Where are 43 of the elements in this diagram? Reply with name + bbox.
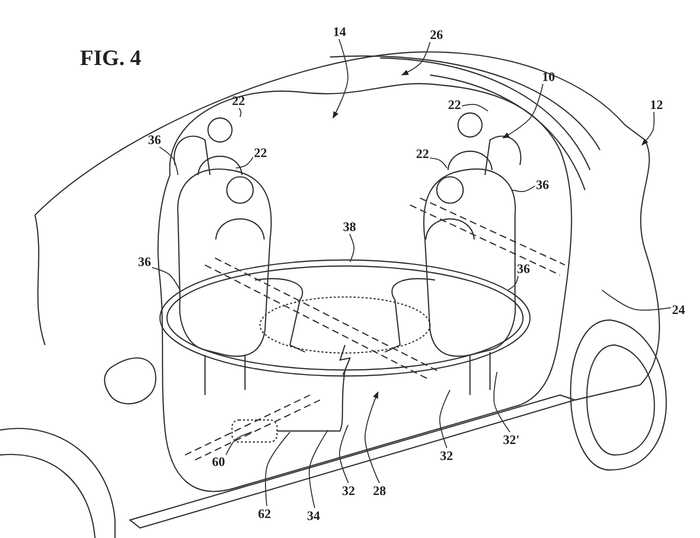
leader-line [430, 157, 448, 168]
callout-number: 24 [672, 303, 685, 316]
callout-number: 12 [650, 98, 663, 111]
callout-number: 36 [517, 262, 530, 275]
callout-number: 26 [430, 28, 443, 41]
callout-number: 22 [232, 94, 245, 107]
leader-line [332, 38, 348, 119]
callout-number: 22 [448, 98, 461, 111]
leader-line [439, 390, 450, 448]
leader-line [401, 42, 431, 76]
callout-number: 34 [307, 509, 320, 522]
leader-line [339, 424, 349, 484]
callout-number: 14 [333, 25, 346, 38]
leader-line [158, 146, 178, 176]
callout-number: 22 [416, 147, 429, 160]
leader-line [602, 290, 672, 311]
callout-number: 28 [373, 484, 386, 497]
callout-number: 22 [254, 146, 267, 159]
callout-number: 36 [138, 255, 151, 268]
callout-number: 32 [440, 449, 453, 462]
callout-number: 32 [342, 484, 355, 497]
leader-line [508, 276, 519, 290]
callout-number: 62 [258, 507, 271, 520]
leader-line [462, 104, 488, 112]
leader-line [308, 430, 328, 508]
figure-title: FIG. 4 [80, 45, 142, 71]
leader-line [238, 108, 242, 118]
callout-number: 10 [542, 70, 555, 83]
callout-number: 36 [536, 178, 549, 191]
callout-number: 38 [343, 220, 356, 233]
leader-line [152, 267, 180, 290]
leader-line [512, 185, 536, 192]
leader-line [502, 84, 544, 138]
leader-line [264, 432, 290, 506]
leader-line [226, 432, 252, 456]
callout-number: 32' [503, 433, 520, 446]
callout-number: 60 [212, 455, 225, 468]
leader-line [364, 391, 380, 484]
callout-number: 36 [148, 133, 161, 146]
leader-line [349, 234, 354, 262]
leader-line [642, 112, 655, 146]
leader-line [493, 372, 510, 432]
leader-line [236, 156, 254, 168]
